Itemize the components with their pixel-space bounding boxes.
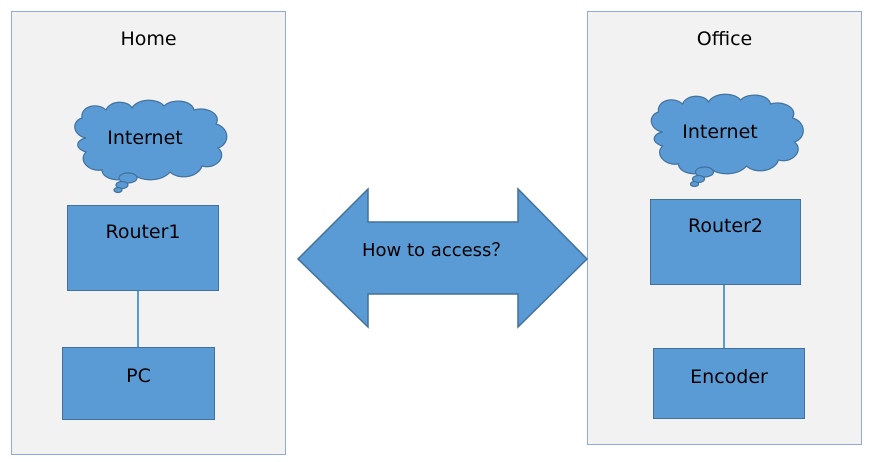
home-cloud-label: Internet [107, 127, 183, 149]
office-cloud-label: Internet [682, 121, 758, 143]
home-router-pc-link [137, 291, 139, 347]
home-internet-cloud-icon [74, 99, 228, 194]
office-encoder-label: Encoder [690, 366, 768, 388]
connector-label: How to access？ [362, 240, 510, 261]
office-title: Office [696, 28, 753, 50]
office-router-box: Router2 [650, 199, 801, 285]
office-router-label: Router2 [687, 215, 764, 237]
home-title: Home [120, 28, 177, 50]
office-internet-cloud-icon [650, 93, 804, 188]
home-router-box: Router1 [67, 205, 219, 291]
home-router-label: Router1 [105, 221, 181, 243]
home-pc-box: PC [62, 347, 215, 420]
home-pc-label: PC [126, 365, 151, 387]
office-router-encoder-link [723, 285, 725, 348]
office-encoder-box: Encoder [653, 348, 805, 419]
